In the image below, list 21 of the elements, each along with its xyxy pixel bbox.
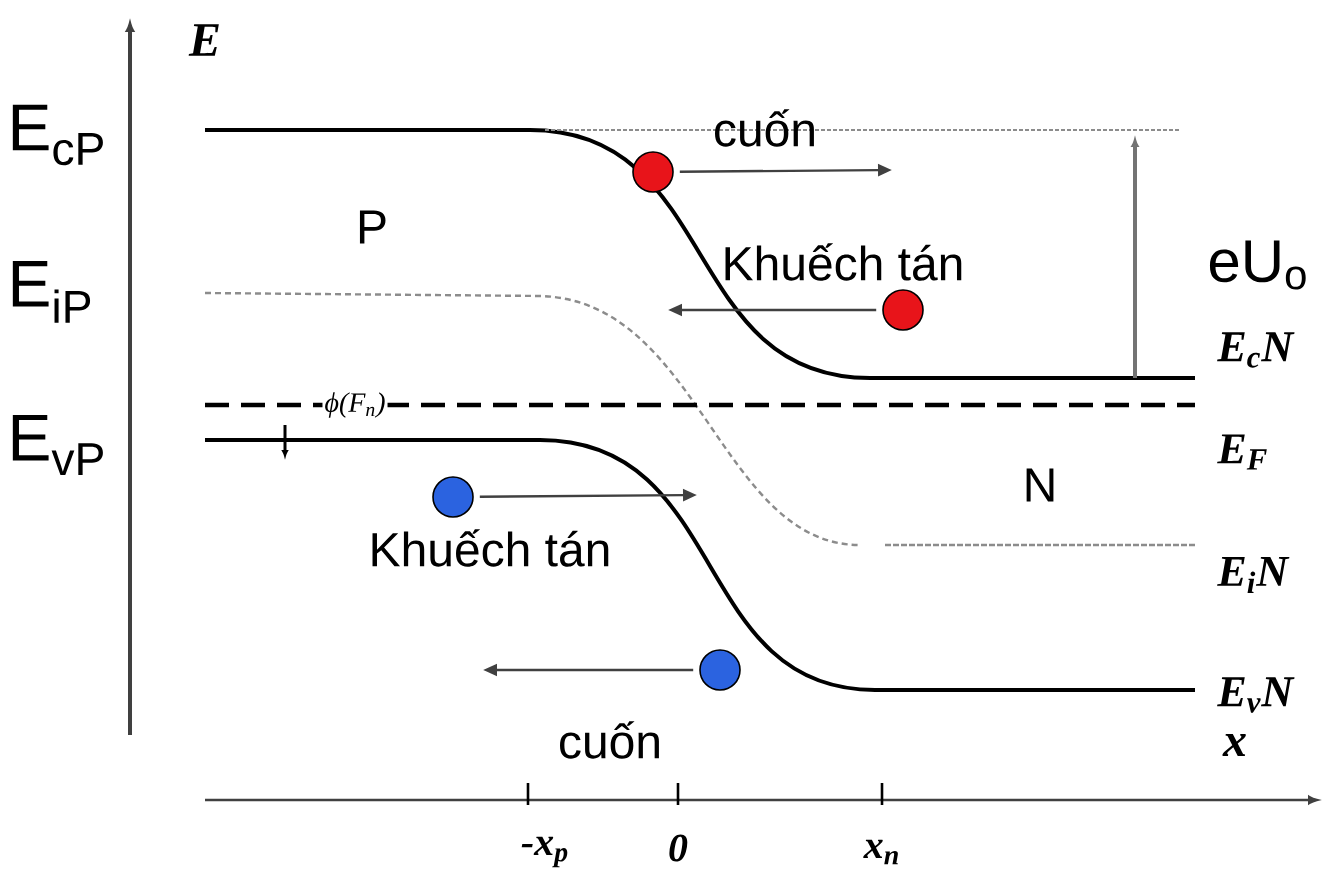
level-label: E$_{F}$ <box>1217 434 1267 470</box>
particle-dot <box>882 289 924 331</box>
particle-dot <box>632 151 674 193</box>
barrier-label: eU$_{o}$ <box>1209 240 1306 290</box>
region-label: P <box>359 210 386 244</box>
axis-label: E <box>188 24 219 56</box>
level-label: E$_{vP}$ <box>12 414 103 475</box>
level-label: E$_{i}$N <box>1217 557 1290 593</box>
particle-dot <box>699 649 741 691</box>
level-label: E$_{v}$N <box>1217 677 1295 713</box>
region-label: N <box>1026 468 1054 502</box>
level-label: E$_{c}$N <box>1217 332 1295 368</box>
tick-label: 0 <box>669 834 688 862</box>
tick-label: x$_{n}$ <box>863 839 898 865</box>
level-label: E$_{iP}$ <box>12 261 91 323</box>
level-label: E$_{cP}$ <box>12 104 103 166</box>
process-label: Khuếch tán <box>372 529 609 567</box>
particle-dot <box>432 476 474 518</box>
formula-label: ϕ(F$_{n}$) <box>322 390 388 420</box>
axis-label: x <box>1222 734 1246 756</box>
tick-label: -x$_{p}$ <box>521 836 568 868</box>
